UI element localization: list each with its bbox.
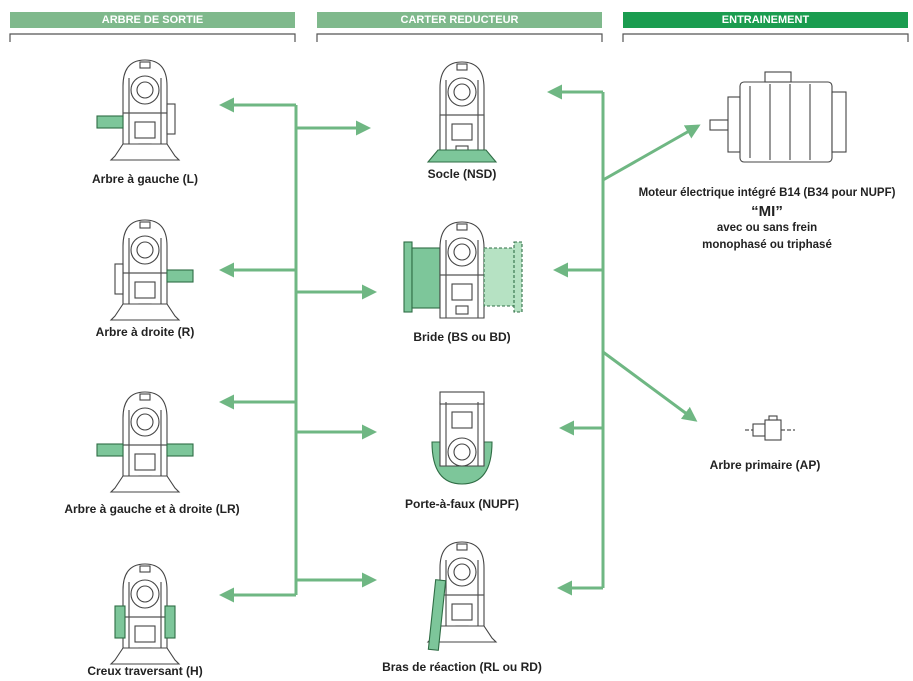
label-motor-line3: avec ou sans frein [716,222,818,234]
bracket-gearbox-housing [316,33,603,42]
label-motor-line1: Moteur électrique intégré B14 (B34 pour … [638,187,896,199]
label-bride: Bride (BS ou BD) [413,330,511,344]
label-input-shaft: Arbre primaire (AP) [709,458,821,472]
label-porte-a-faux: Porte-à-faux (NUPF) [404,497,520,511]
housing-bras-reaction [427,541,497,651]
housing-porte-a-faux [431,391,493,485]
gearbox-shaft-left [96,59,180,161]
header-drive: ENTRAINEMENT [623,12,908,28]
label-socle: Socle (NSD) [427,167,497,181]
label-shaft-right: Arbre à droite (R) [95,325,195,339]
header-gearbox-housing: CARTER REDUCTEUR [317,12,602,28]
arrow-to-input-shaft [602,350,698,422]
label-hollow-shaft: Creux traversant (H) [87,664,203,678]
label-shaft-both: Arbre à gauche et à droite (LR) [64,502,240,516]
label-motor-line2: “MI” [751,203,783,220]
output-shaft-connectors [219,97,377,603]
gearbox-shaft-both [96,391,194,493]
label-bras-reaction: Bras de réaction (RL ou RD) [382,660,542,674]
arrow-to-motor [602,124,701,182]
input-shaft-image [745,415,795,441]
electric-motor-image [709,71,847,163]
bracket-output-shaft [9,33,296,42]
gearbox-hollow-shaft [110,563,180,665]
housing-socle [426,61,498,163]
gearbox-shaft-right [110,219,194,321]
housing-bride [403,221,523,319]
label-motor-line4: monophasé ou triphasé [702,239,832,251]
bracket-drive [622,33,909,42]
header-output-shaft: ARBRE DE SORTIE [10,12,295,28]
label-shaft-left: Arbre à gauche (L) [91,172,199,186]
drive-connectors [547,84,701,596]
